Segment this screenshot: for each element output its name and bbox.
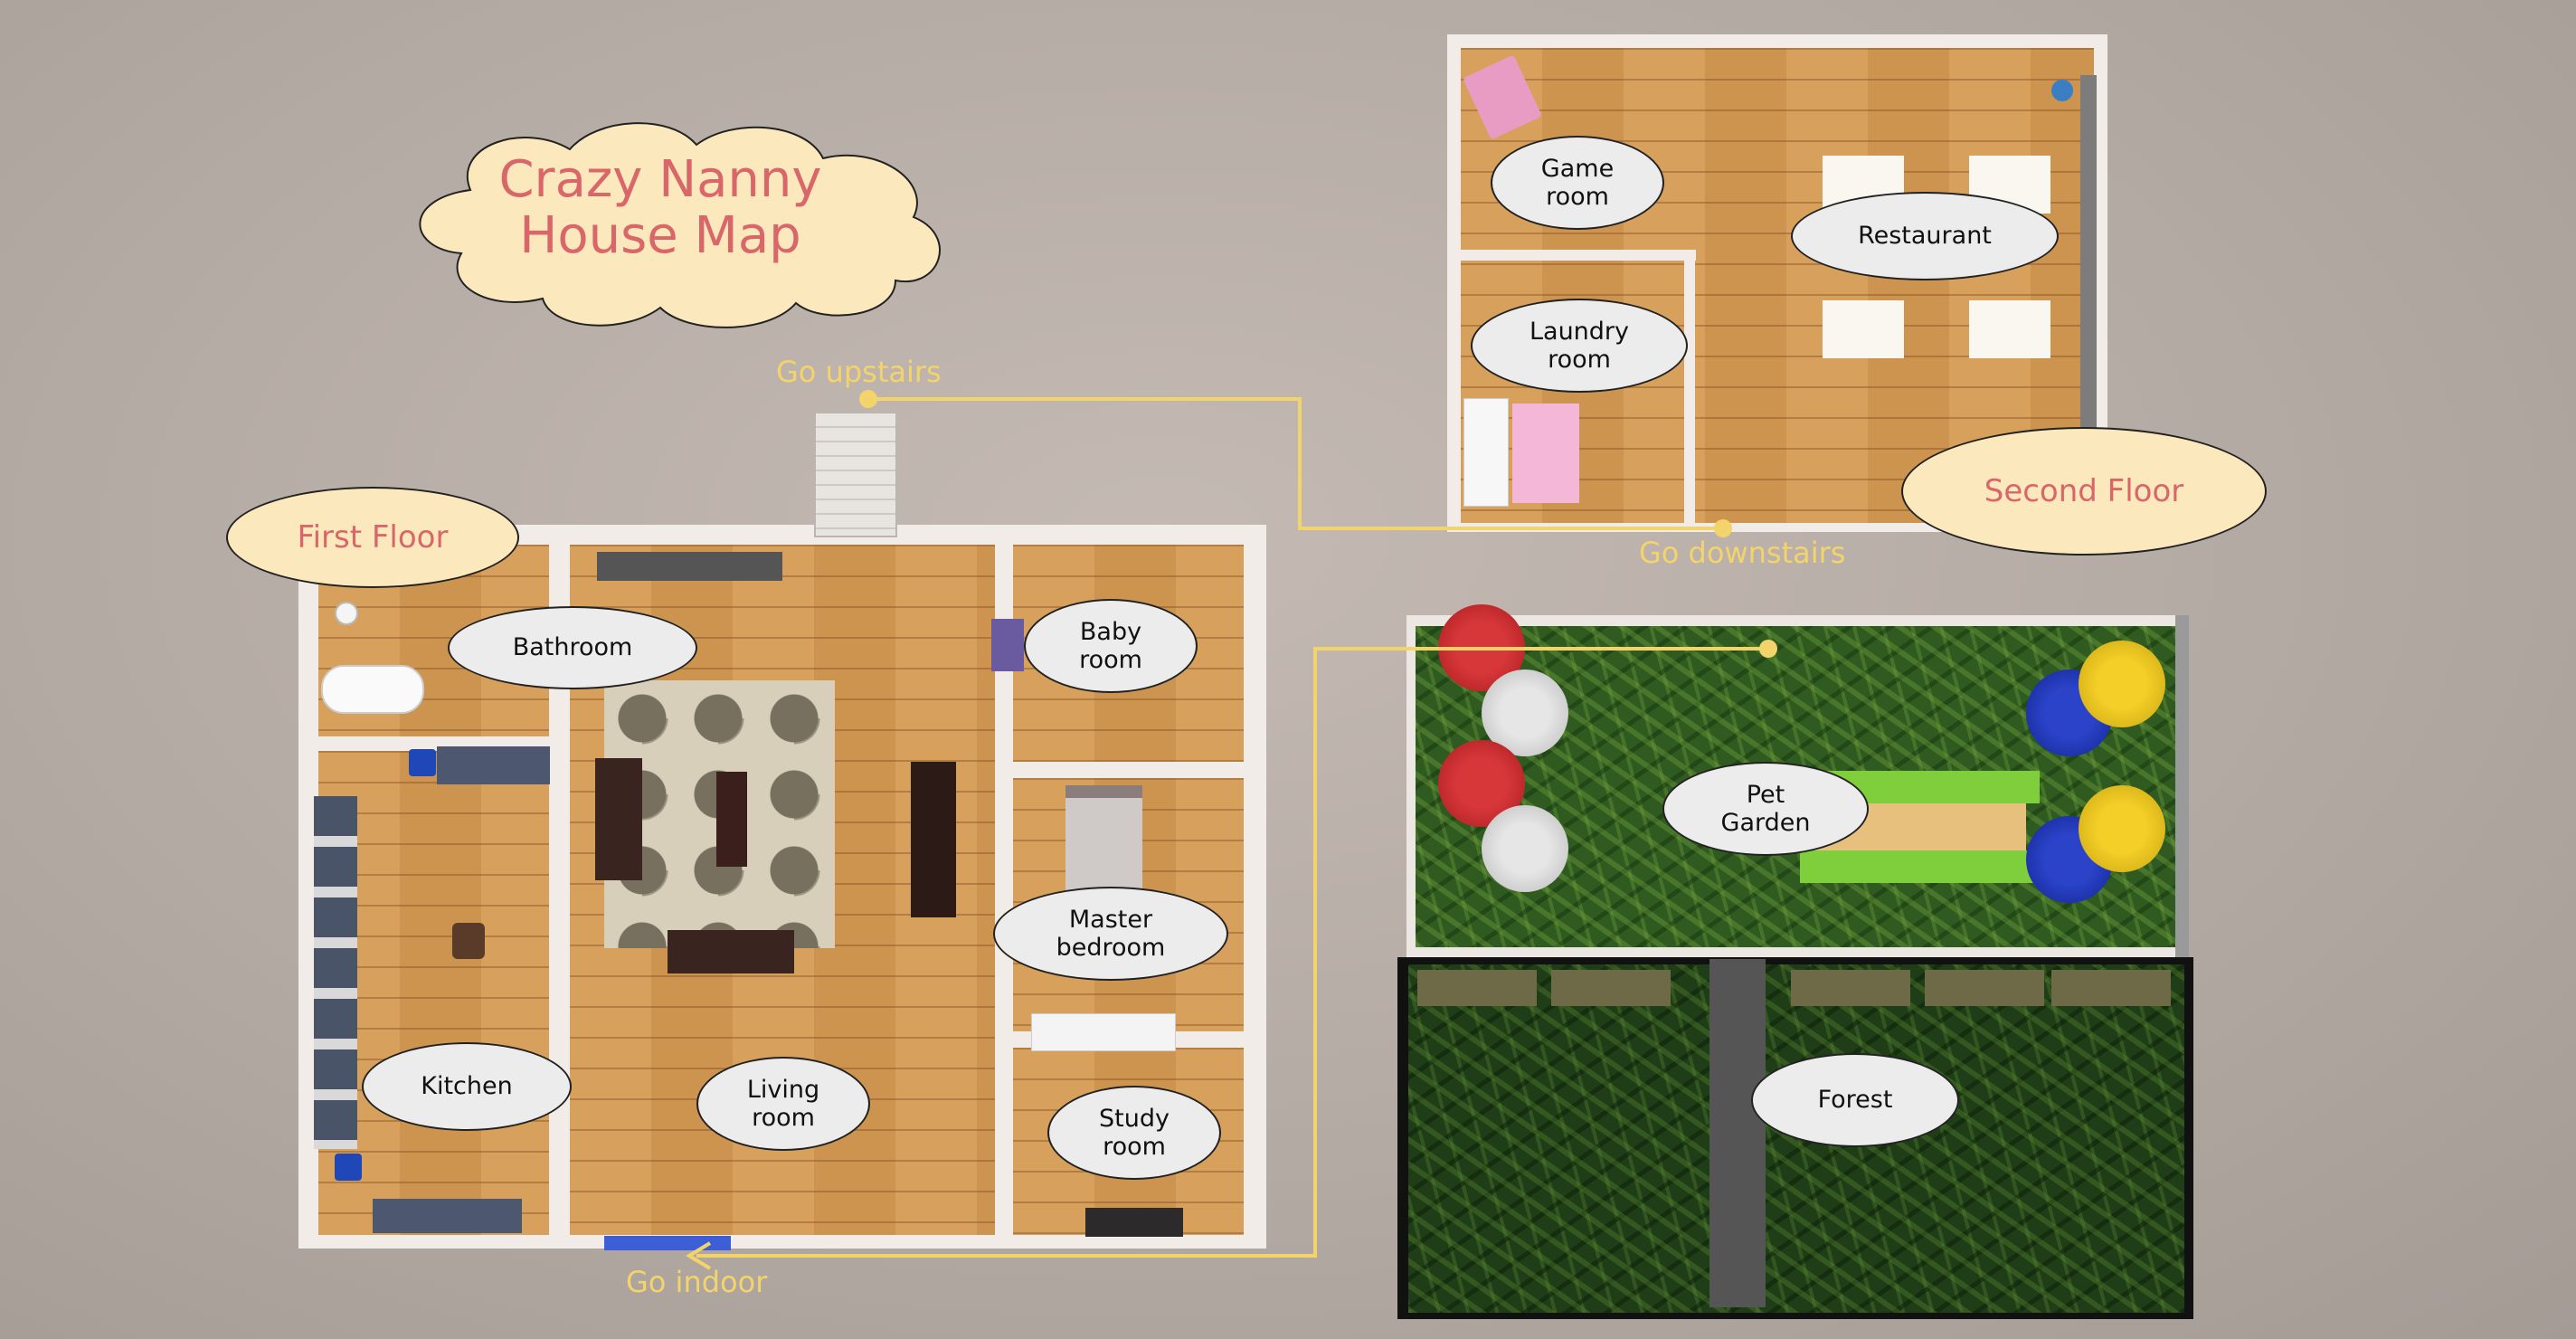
- room-label-forest[interactable]: Forest: [1751, 1053, 1959, 1147]
- kitchen-table: [452, 923, 485, 959]
- living-sofa-left: [595, 758, 642, 880]
- second-floor-label: Second Floor: [1901, 427, 2267, 556]
- room-label-pet-garden[interactable]: Pet Garden: [1662, 762, 1869, 856]
- room-label-living-room[interactable]: Living room: [696, 1057, 870, 1151]
- laundry-restaurant-divider: [1684, 250, 1695, 523]
- go-indoor-label: Go indoor: [626, 1265, 768, 1299]
- living-tv-stand: [911, 762, 956, 917]
- dining-table-4: [1969, 300, 2050, 358]
- toilet: [335, 602, 358, 625]
- living-sofa-bottom: [668, 930, 794, 973]
- forest-planter-1: [1417, 970, 1537, 1006]
- room-label-bathroom[interactable]: Bathroom: [448, 606, 697, 689]
- title-cloud: [419, 122, 941, 328]
- forest-road: [1709, 959, 1766, 1307]
- laundry-mat: [1512, 404, 1579, 503]
- page-title: Crazy Nanny House Map: [498, 150, 822, 265]
- white-umbrella-2: [1482, 805, 1568, 892]
- room-label-restaurant[interactable]: Restaurant: [1791, 192, 2059, 280]
- dresser: [1031, 1013, 1176, 1051]
- room-label-laundry-room[interactable]: Laundry room: [1471, 299, 1688, 393]
- room-label-kitchen[interactable]: Kitchen: [362, 1042, 572, 1131]
- forest-planter-2: [1551, 970, 1671, 1006]
- garden-bench-bottom: [1800, 850, 2040, 883]
- room-label-study-room[interactable]: Study room: [1047, 1086, 1221, 1180]
- crib: [991, 619, 1024, 671]
- dining-table-3: [1823, 300, 1904, 358]
- game-laundry-divider: [1461, 250, 1696, 261]
- go-upstairs-label: Go upstairs: [776, 355, 942, 389]
- go-downstairs-label: Go downstairs: [1639, 536, 1846, 570]
- yellow-umbrella-1: [2079, 641, 2165, 727]
- bed: [1065, 785, 1142, 893]
- study-desk: [1085, 1208, 1183, 1237]
- stairs: [814, 412, 897, 537]
- front-door-mat: [604, 1236, 731, 1250]
- globe: [2051, 80, 2073, 101]
- yellow-umbrella-2: [2079, 785, 2165, 872]
- kitchen-blue-bin-top: [409, 749, 436, 776]
- kitchen-blue-bin-bottom: [335, 1154, 362, 1181]
- forest-planter-3: [1791, 970, 1910, 1006]
- kitchen-counter-left: [314, 796, 357, 1149]
- kitchen-counter-top: [437, 746, 550, 784]
- room-label-baby-room[interactable]: Baby room: [1024, 599, 1198, 693]
- bathtub: [321, 665, 424, 714]
- kitchen-sofa: [373, 1199, 522, 1233]
- forest-planter-5: [2051, 970, 2171, 1006]
- forest-planter-4: [1925, 970, 2044, 1006]
- living-kitchen-counter: [597, 552, 782, 581]
- room-label-game-room[interactable]: Game room: [1491, 136, 1664, 230]
- room-label-master-bedroom[interactable]: Master bedroom: [993, 887, 1228, 981]
- living-coffee-table: [716, 772, 747, 867]
- first-floor-label: First Floor: [226, 487, 519, 588]
- washer-dryer: [1463, 398, 1509, 507]
